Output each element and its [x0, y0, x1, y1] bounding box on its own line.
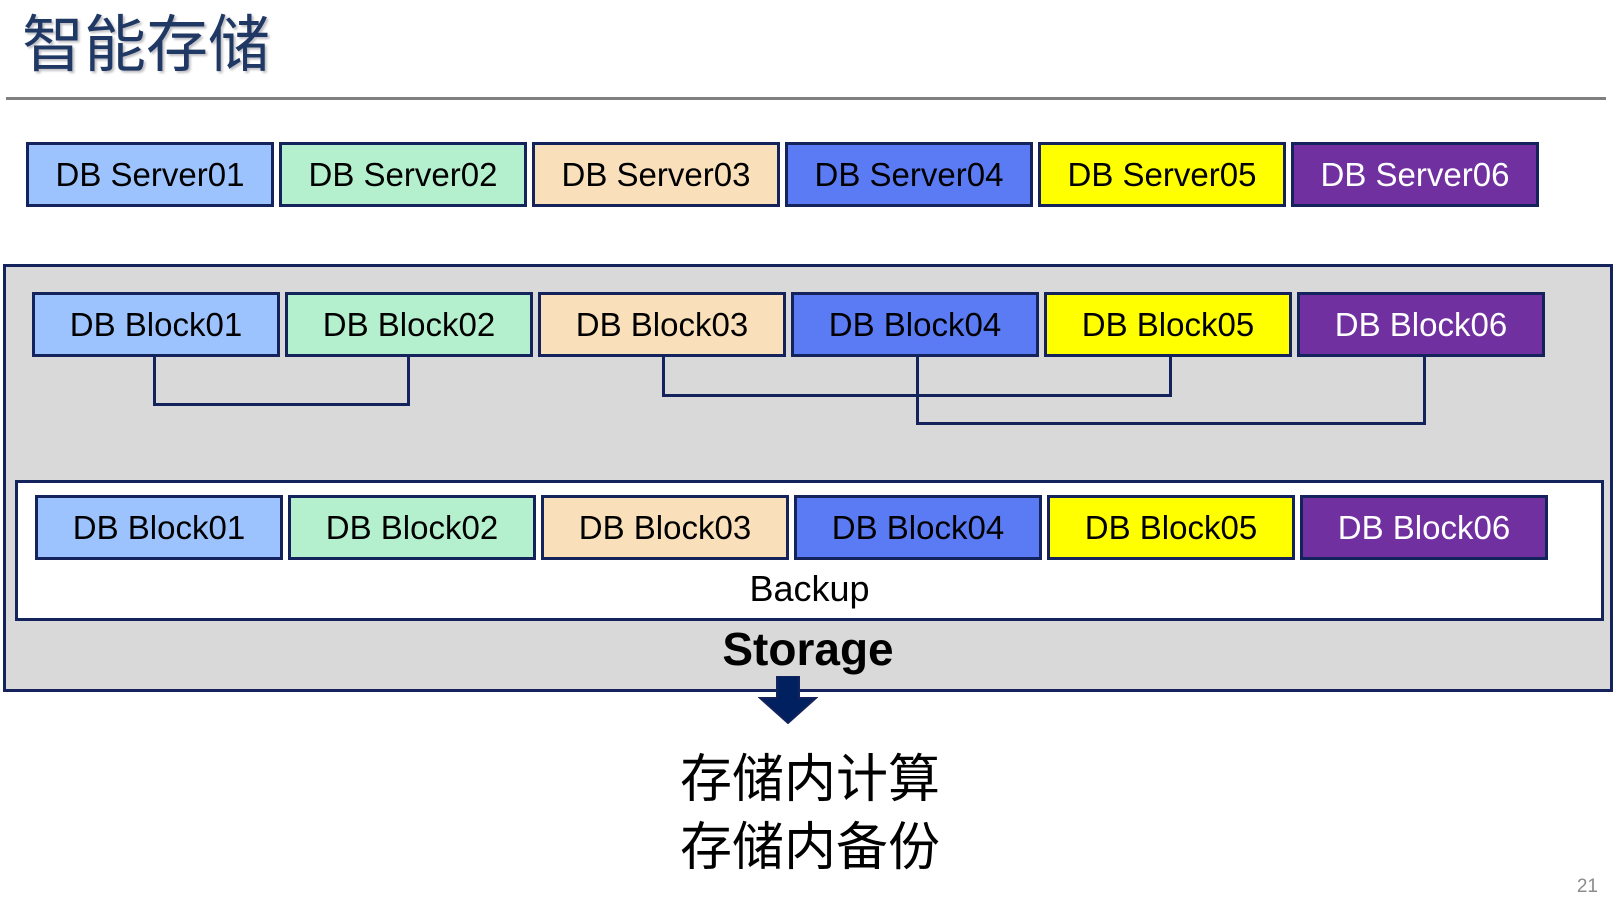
- db-block-box-top-label: DB Block03: [575, 305, 749, 343]
- db-block-box-backup-label: DB Block05: [1084, 508, 1258, 546]
- db-block-box-backup-label: DB Block06: [1337, 508, 1511, 546]
- footer-line-in-storage-compute: 存储内计算: [679, 751, 940, 809]
- db-block-box-backup-3[interactable]: DB Block03: [541, 495, 789, 560]
- connector-block01-block02-cross-bar: [153, 403, 410, 406]
- db-block-box-backup-label: DB Block01: [72, 508, 246, 546]
- connector-block01-block02-left-stem: [153, 357, 156, 406]
- connector-block04-block06-cross-bar: [916, 422, 1426, 425]
- connector-block01-block02-right-stem: [407, 357, 410, 406]
- db-server-box-1[interactable]: DB Server01: [26, 142, 274, 207]
- db-block-box-backup-6[interactable]: DB Block06: [1300, 495, 1548, 560]
- db-block-box-top-label: DB Block05: [1081, 305, 1255, 343]
- db-block-box-top-5[interactable]: DB Block05: [1044, 292, 1292, 357]
- db-block-box-top-6[interactable]: DB Block06: [1297, 292, 1545, 357]
- page-number: 21: [1576, 876, 1598, 897]
- db-block-box-top-2[interactable]: DB Block02: [285, 292, 533, 357]
- db-server-box-5[interactable]: DB Server05: [1038, 142, 1286, 207]
- db-block-box-backup-label: DB Block03: [578, 508, 752, 546]
- title-divider: [6, 97, 1606, 100]
- db-block-box-backup-4[interactable]: DB Block04: [794, 495, 1042, 560]
- footer-line-in-storage-backup: 存储内备份: [679, 819, 940, 877]
- db-server-box-label: DB Server02: [308, 155, 498, 193]
- db-server-box-label: DB Server03: [561, 155, 751, 193]
- db-block-box-backup-5[interactable]: DB Block05: [1047, 495, 1295, 560]
- db-block-box-backup-label: DB Block04: [831, 508, 1005, 546]
- db-server-box-label: DB Server06: [1320, 155, 1510, 193]
- db-block-box-top-4[interactable]: DB Block04: [791, 292, 1039, 357]
- db-block-box-top-1[interactable]: DB Block01: [32, 292, 280, 357]
- backup-label: Backup: [749, 568, 870, 609]
- connector-block04-block06-left-stem: [916, 357, 919, 425]
- db-server-box-6[interactable]: DB Server06: [1291, 142, 1539, 207]
- page-title: 智能存储: [22, 11, 271, 80]
- db-server-box-label: DB Server04: [814, 155, 1004, 193]
- db-block-box-backup-2[interactable]: DB Block02: [288, 495, 536, 560]
- connector-block04-block06-right-stem: [1423, 357, 1426, 425]
- db-server-box-label: DB Server05: [1067, 155, 1257, 193]
- db-block-box-top-label: DB Block02: [322, 305, 496, 343]
- db-block-box-top-label: DB Block06: [1334, 305, 1508, 343]
- db-block-box-backup-1[interactable]: DB Block01: [35, 495, 283, 560]
- transfer-down-arrow: [758, 676, 818, 724]
- db-server-box-2[interactable]: DB Server02: [279, 142, 527, 207]
- db-block-box-top-label: DB Block01: [69, 305, 243, 343]
- db-server-box-3[interactable]: DB Server03: [532, 142, 780, 207]
- storage-container: DB Block01 DB Block02 DB Block03 DB Block04…: [3, 264, 1613, 724]
- db-server-box-4[interactable]: DB Server04: [785, 142, 1033, 207]
- storage-label: Storage: [722, 623, 894, 675]
- connector-block03-block05-left-stem: [662, 357, 665, 397]
- backup-box: DB Block01 DB Block02 DB Block03 DB Block04…: [15, 480, 1604, 621]
- db-block-box-top-3[interactable]: DB Block03: [538, 292, 786, 357]
- connector-block03-block05-right-stem: [1169, 357, 1172, 397]
- db-block-box-backup-label: DB Block02: [325, 508, 499, 546]
- db-server-box-label: DB Server01: [55, 155, 245, 193]
- db-block-box-top-label: DB Block04: [828, 305, 1002, 343]
